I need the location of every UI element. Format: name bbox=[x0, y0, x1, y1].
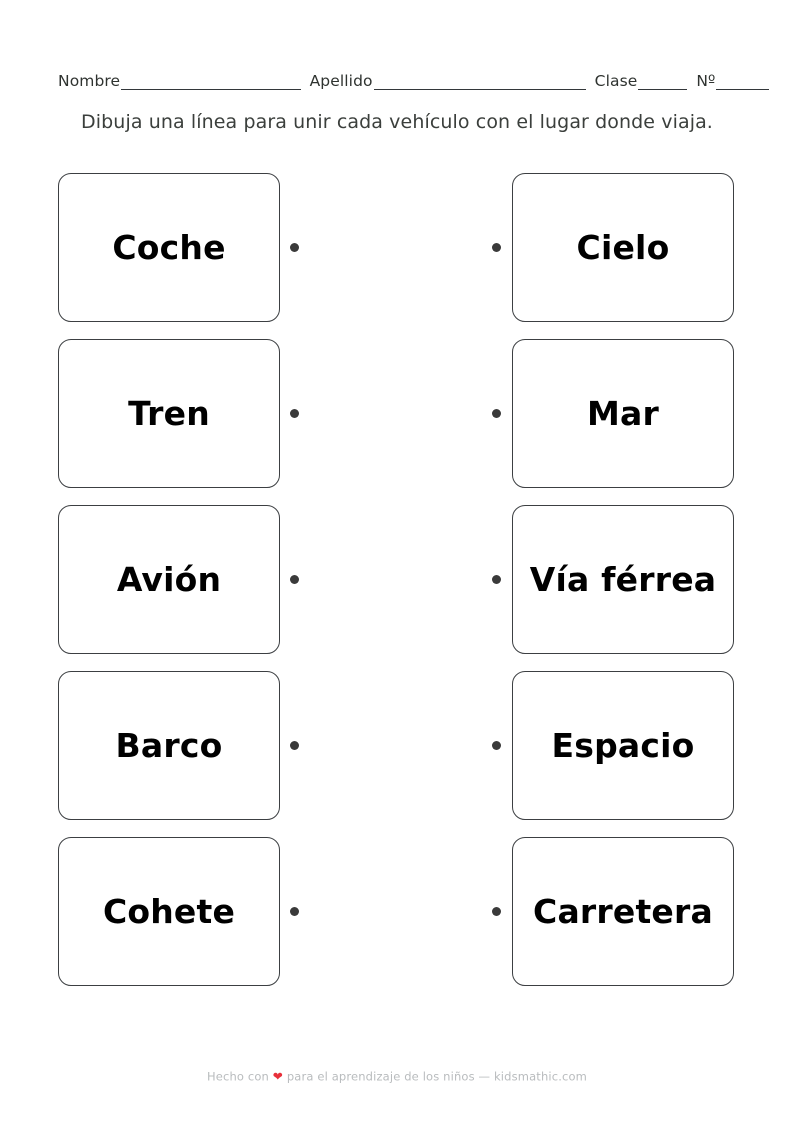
connector-dot-right[interactable] bbox=[492, 409, 501, 418]
place-card[interactable]: Vía férrea bbox=[512, 505, 734, 654]
footer-text-after: para el aprendizaje de los niños — kidsm… bbox=[286, 1069, 588, 1084]
vehicle-card-label: Coche bbox=[112, 228, 226, 267]
field-write-line-0[interactable] bbox=[121, 76, 301, 90]
field-label-2: Clase bbox=[594, 71, 638, 90]
field-write-line-2[interactable] bbox=[638, 76, 688, 90]
vehicle-card-label: Barco bbox=[115, 726, 223, 765]
connector-dot-left[interactable] bbox=[290, 243, 299, 252]
field-label-3: Nº bbox=[696, 71, 716, 90]
connector-dot-right[interactable] bbox=[492, 575, 501, 584]
connector-dot-right[interactable] bbox=[492, 243, 501, 252]
match-row: Tren Mar bbox=[0, 339, 794, 488]
match-row: Avión Vía férrea bbox=[0, 505, 794, 654]
heart-icon: ❤ bbox=[272, 1069, 284, 1084]
match-row: Barco Espacio bbox=[0, 671, 794, 820]
place-card-label: Carretera bbox=[533, 892, 713, 931]
instruction-text: Dibuja una línea para unir cada vehículo… bbox=[81, 111, 713, 133]
field-write-line-1[interactable] bbox=[373, 76, 586, 90]
vehicle-card[interactable]: Cohete bbox=[58, 837, 280, 986]
place-card-label: Vía férrea bbox=[529, 560, 717, 599]
vehicle-card[interactable]: Tren bbox=[58, 339, 280, 488]
place-card[interactable]: Espacio bbox=[512, 671, 734, 820]
place-card-label: Mar bbox=[587, 394, 659, 433]
connector-dot-left[interactable] bbox=[290, 907, 299, 916]
vehicle-card[interactable]: Coche bbox=[58, 173, 280, 322]
vehicle-card-label: Tren bbox=[128, 394, 210, 433]
student-info-row: Nombre Apellido Clase Nº bbox=[58, 66, 778, 90]
connector-dot-right[interactable] bbox=[492, 741, 501, 750]
place-card-label: Cielo bbox=[576, 228, 670, 267]
match-row: Cohete Carretera bbox=[0, 837, 794, 986]
match-row: Coche Cielo bbox=[0, 173, 794, 322]
field-label-1: Apellido bbox=[309, 71, 373, 90]
connector-dot-right[interactable] bbox=[492, 907, 501, 916]
footer-text-before: Hecho con bbox=[206, 1069, 269, 1084]
connector-dot-left[interactable] bbox=[290, 575, 299, 584]
place-card[interactable]: Mar bbox=[512, 339, 734, 488]
place-card-label: Espacio bbox=[551, 726, 695, 765]
vehicle-card-label: Cohete bbox=[102, 892, 236, 931]
field-label-0: Nombre bbox=[58, 71, 121, 90]
connector-dot-left[interactable] bbox=[290, 409, 299, 418]
place-card[interactable]: Carretera bbox=[512, 837, 734, 986]
vehicle-card[interactable]: Barco bbox=[58, 671, 280, 820]
vehicle-card[interactable]: Avión bbox=[58, 505, 280, 654]
vehicle-card-label: Avión bbox=[116, 560, 222, 599]
connector-dot-left[interactable] bbox=[290, 741, 299, 750]
place-card[interactable]: Cielo bbox=[512, 173, 734, 322]
page-footer: Hecho con ❤ para el aprendizaje de los n… bbox=[0, 1069, 794, 1084]
field-write-line-3[interactable] bbox=[716, 76, 769, 90]
